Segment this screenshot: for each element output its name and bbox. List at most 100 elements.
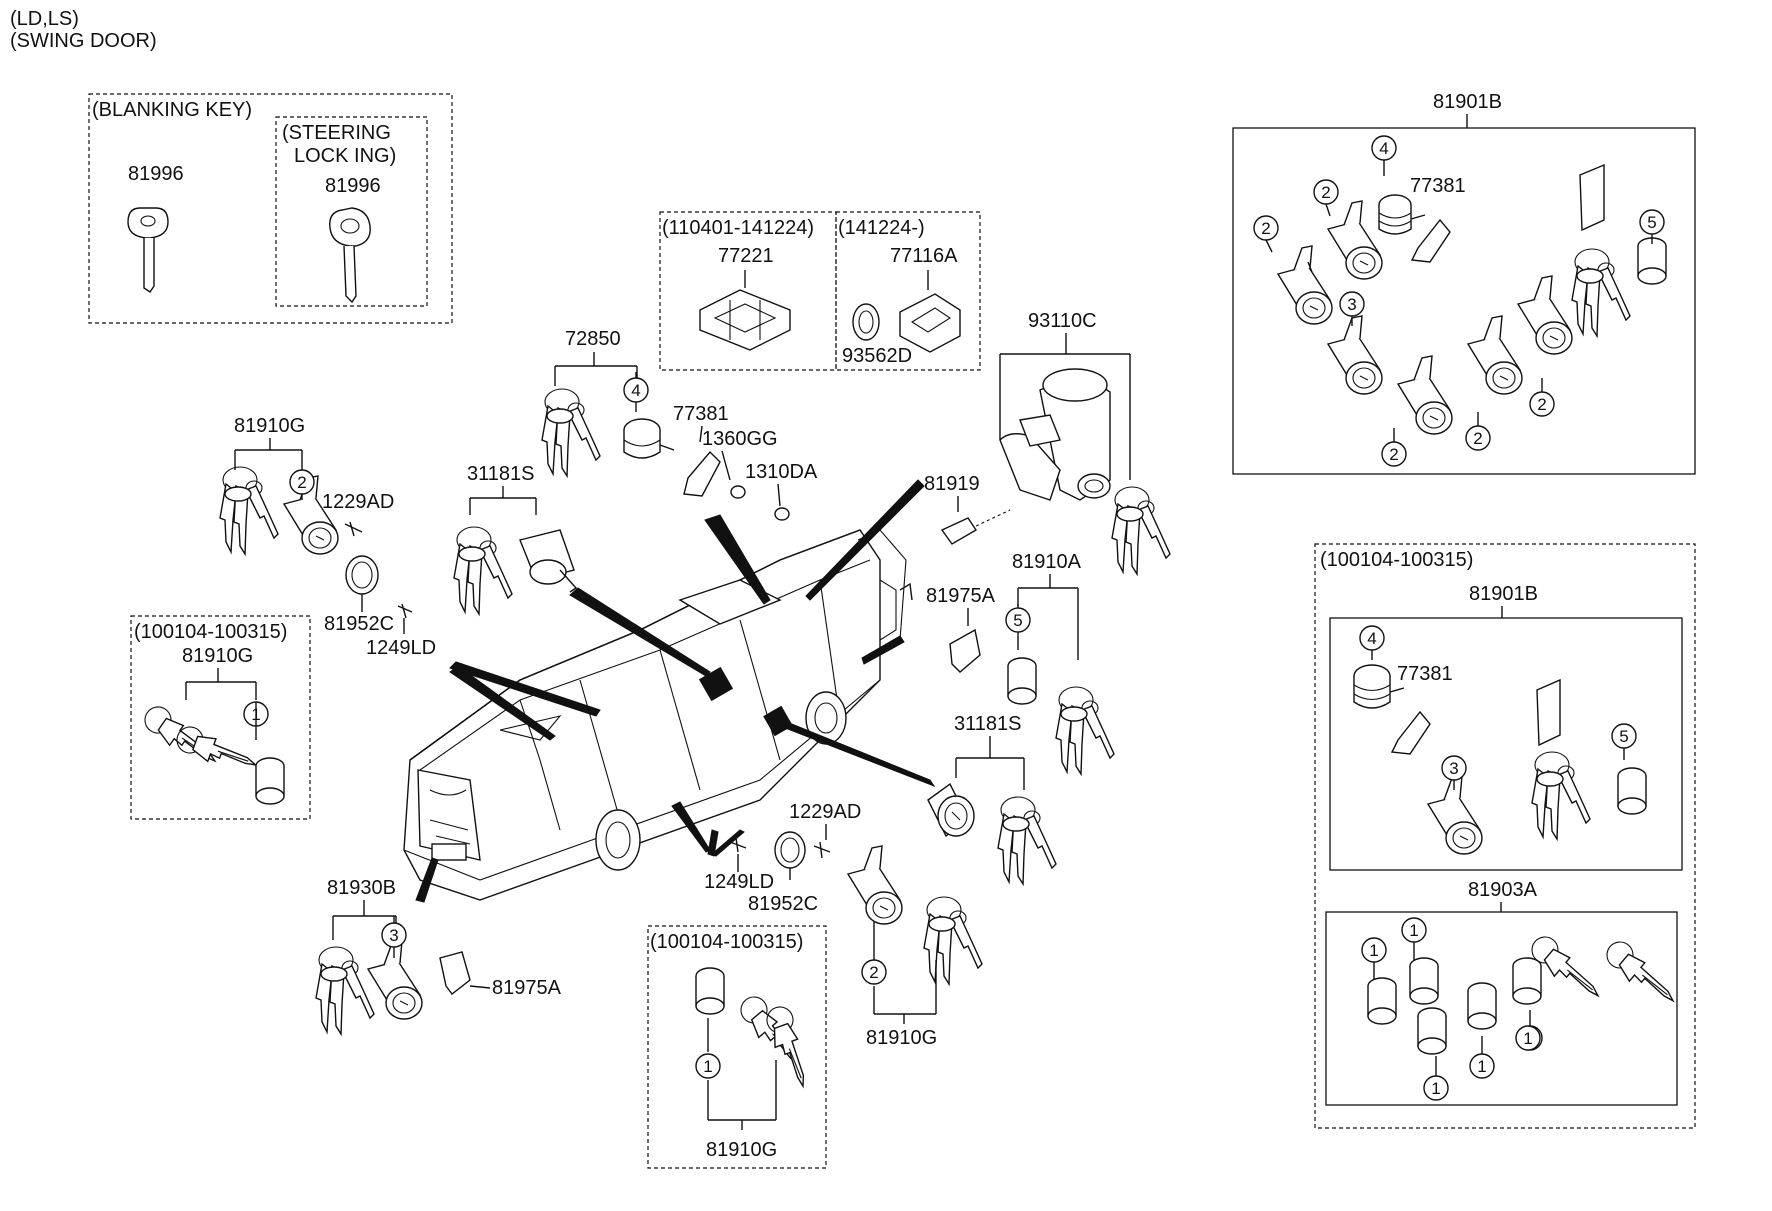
bracket-77116A-icon bbox=[899, 293, 961, 353]
svg-text:2: 2 bbox=[1473, 429, 1482, 448]
keys-93110C-icon bbox=[1111, 486, 1171, 575]
label-81903A: 81903A bbox=[1468, 879, 1538, 901]
clip-81975A-upper-icon bbox=[949, 628, 981, 673]
kit-81901B-inner-parts bbox=[1353, 664, 1647, 855]
label-81996-blank: 81996 bbox=[128, 163, 184, 185]
washer-93562D-icon bbox=[852, 303, 880, 341]
label-77116A: 77116A bbox=[890, 245, 958, 267]
callout-3: 3 bbox=[1441, 755, 1467, 781]
kit-81901B-parts bbox=[1277, 163, 1667, 435]
steering-lock-title-1: (STEERING bbox=[282, 122, 391, 144]
callout-4: 4 bbox=[1371, 135, 1397, 161]
kit-81903A-box bbox=[1325, 911, 1678, 1106]
svg-text:1: 1 bbox=[1477, 1057, 1486, 1076]
header-line-2: (SWING DOOR) bbox=[10, 30, 157, 52]
label-81952C-lower: 81952C bbox=[748, 893, 818, 915]
range-box-100104-bottom bbox=[647, 925, 827, 1169]
label-81910A: 81910A bbox=[1012, 551, 1082, 573]
callout-2: 2 bbox=[289, 469, 315, 495]
label-77381-top: 77381 bbox=[1410, 175, 1466, 197]
svg-text:4: 4 bbox=[631, 381, 640, 400]
label-81910G-box-left: 81910G bbox=[182, 645, 253, 667]
bracket-77381-center-icon bbox=[683, 450, 721, 497]
label-81930B: 81930B bbox=[327, 877, 396, 899]
steering-key-icon bbox=[329, 207, 371, 304]
plug-box-left-icon bbox=[255, 757, 285, 805]
callout-1: 1 bbox=[1361, 937, 1387, 963]
pointer-wedges bbox=[415, 479, 936, 903]
keys-81930B-icon bbox=[315, 946, 375, 1035]
svg-text:1: 1 bbox=[703, 1057, 712, 1076]
callout-5: 5 bbox=[1611, 723, 1637, 749]
label-81919: 81919 bbox=[924, 473, 980, 495]
steering-lock-box bbox=[275, 116, 428, 307]
range-box-100104-left bbox=[130, 615, 311, 820]
svg-text:2: 2 bbox=[297, 473, 306, 492]
svg-text:2: 2 bbox=[869, 963, 878, 982]
kit-81901B-box bbox=[1232, 127, 1696, 475]
label-31181S-upper: 31181S bbox=[467, 463, 534, 485]
ignition-switch-93110C-icon bbox=[999, 368, 1111, 501]
label-77381-center: 77381 bbox=[673, 403, 729, 425]
label-1229AD-left: 1229AD bbox=[322, 491, 394, 513]
blanking-key-title: (BLANKING KEY) bbox=[92, 99, 252, 121]
callout-3: 3 bbox=[1339, 291, 1365, 317]
header-line-1: (LD,LS) bbox=[10, 8, 79, 30]
svg-text:1: 1 bbox=[1409, 921, 1418, 940]
callout-5: 5 bbox=[1005, 607, 1031, 633]
svg-text:5: 5 bbox=[1013, 611, 1022, 630]
cylinder-72850-icon bbox=[623, 418, 675, 459]
range-141224-title: (141224-) bbox=[838, 217, 925, 239]
callout-2: 2 bbox=[861, 959, 887, 985]
label-81910G-left: 81910G bbox=[234, 415, 305, 437]
callout-2: 2 bbox=[1529, 391, 1555, 417]
callout-1: 1 bbox=[1401, 917, 1427, 943]
cylinder-31181S-lower-icon bbox=[927, 782, 975, 838]
key-box-left-icon bbox=[138, 701, 224, 773]
callout-5: 5 bbox=[1639, 209, 1665, 235]
blanking-key-box bbox=[88, 93, 453, 324]
svg-text:4: 4 bbox=[1367, 629, 1376, 648]
label-1229AD-lower: 1229AD bbox=[789, 801, 861, 823]
keys-81910A-icon bbox=[1055, 686, 1115, 775]
callout-4: 4 bbox=[623, 377, 649, 403]
cylinder-81930B-icon bbox=[367, 940, 423, 1020]
blank-key-icon bbox=[127, 207, 169, 293]
bus-illustration bbox=[403, 529, 913, 901]
svg-text:2: 2 bbox=[1537, 395, 1546, 414]
callout-1: 1 bbox=[1515, 1025, 1541, 1051]
svg-text:4: 4 bbox=[1379, 139, 1388, 158]
callout-2: 2 bbox=[1381, 441, 1407, 467]
label-72850: 72850 bbox=[565, 328, 621, 350]
range-110401-title: (110401-141224) bbox=[662, 217, 814, 239]
label-1249LD-lower: 1249LD bbox=[704, 871, 774, 893]
cylinder-81910G-lower-icon bbox=[847, 845, 903, 925]
label-81996-steering: 81996 bbox=[325, 175, 381, 197]
label-81901B-top: 81901B bbox=[1433, 91, 1502, 113]
label-93562D: 93562D bbox=[842, 345, 912, 367]
keys-81910G-lower-icon bbox=[923, 896, 983, 985]
kit-81901B-inner-box bbox=[1329, 617, 1683, 871]
range-box-141224 bbox=[835, 211, 981, 371]
svg-text:5: 5 bbox=[1647, 213, 1656, 232]
keys-72850-icon bbox=[541, 388, 601, 477]
bracket-77221-icon bbox=[699, 289, 791, 351]
label-31181S-lower: 31181S bbox=[954, 713, 1021, 735]
plug-box-bottom-icon bbox=[695, 967, 725, 1015]
svg-text:1: 1 bbox=[1523, 1029, 1532, 1048]
label-81952C-left: 81952C bbox=[324, 613, 394, 635]
callout-3: 3 bbox=[381, 922, 407, 948]
svg-text:2: 2 bbox=[1261, 219, 1270, 238]
label-81910G-box-bottom: 81910G bbox=[706, 1139, 777, 1161]
svg-text:1: 1 bbox=[1431, 1079, 1440, 1098]
label-77381-inner: 77381 bbox=[1397, 663, 1453, 685]
keys-31181S-upper-icon bbox=[453, 526, 513, 615]
svg-text:3: 3 bbox=[1449, 759, 1458, 778]
callout-1: 1 bbox=[1423, 1075, 1449, 1101]
label-1360GG: 1360GG bbox=[702, 428, 778, 450]
range-100104-bottom-title: (100104-100315) bbox=[650, 931, 803, 953]
label-1249LD-left: 1249LD bbox=[366, 637, 436, 659]
washer-81952C-lower-icon bbox=[774, 831, 806, 869]
pin-81919-icon bbox=[940, 517, 977, 545]
callout-2: 2 bbox=[1253, 215, 1279, 241]
